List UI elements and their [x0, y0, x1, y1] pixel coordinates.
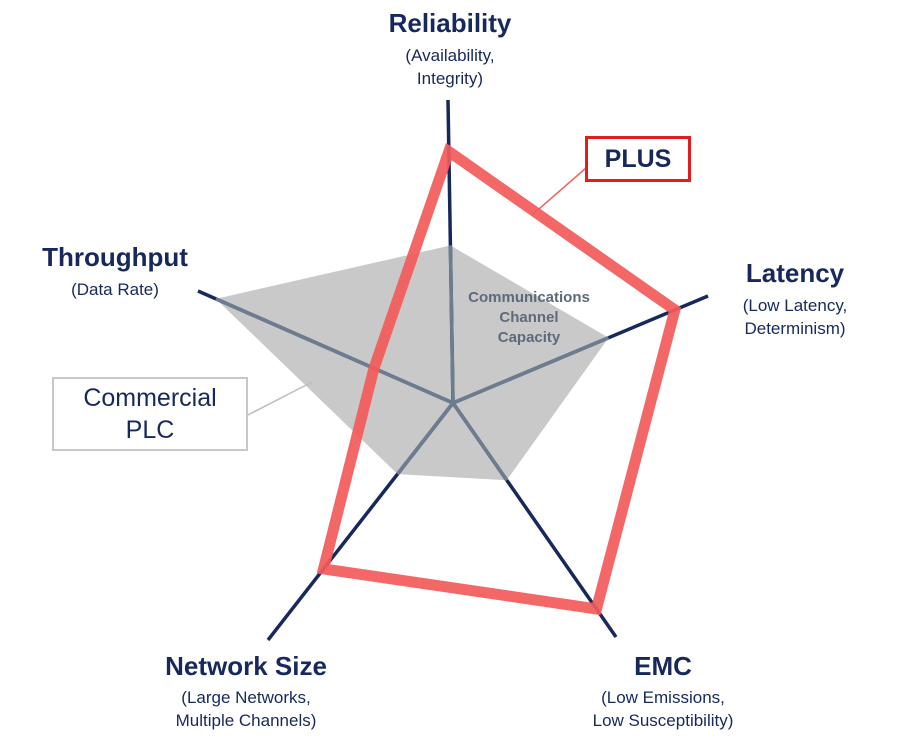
- plc-leader-line: [247, 381, 313, 416]
- axis-subtitle-line: (Low Emissions,: [601, 688, 725, 707]
- commercial-plc-series-label: Commercial PLC: [52, 377, 248, 451]
- center-label-line: Channel: [499, 309, 559, 326]
- axis-subtitle-line: Integrity): [416, 69, 484, 88]
- axis-subtitle-emc: (Low Emissions, Low Susceptibility): [548, 686, 778, 732]
- axis-title-emc: EMC: [634, 651, 692, 681]
- axis-subtitle-latency: (Low Latency, Determinism): [700, 294, 890, 340]
- axis-title-latency: Latency: [745, 258, 845, 288]
- axis-subtitle-line: (Availability,: [405, 46, 495, 65]
- plus-outline: [316, 142, 682, 616]
- axis-subtitle-throughput: (Data Rate): [20, 278, 210, 301]
- commercial-plc-label-line: Commercial: [83, 384, 217, 412]
- plus-leader-line: [531, 167, 587, 216]
- axis-title-network-size: Network Size: [165, 651, 327, 681]
- axis-title-throughput: Throughput: [42, 242, 188, 272]
- axis-inner-segment: [448, 245, 455, 404]
- axis-subtitle-line: (Low Latency,: [742, 296, 848, 315]
- plus-series-label: PLUS: [585, 136, 691, 182]
- commercial-plc-label-line: PLC: [125, 416, 175, 444]
- axis-subtitle-line: Multiple Channels): [175, 711, 317, 730]
- center-label: Communications Channel Capacity: [454, 288, 604, 348]
- axis-inner-segment: [396, 401, 455, 476]
- center-label-line: Capacity: [497, 329, 561, 346]
- center-label-line: Communications: [468, 289, 590, 306]
- axis-inner-segment: [451, 401, 509, 482]
- plus-series-label-text: PLUS: [604, 144, 672, 173]
- axis-subtitle-line: Determinism): [744, 319, 846, 338]
- axis-subtitle-reliability: (Availability, Integrity): [350, 44, 550, 90]
- axis-inner-segment: [215, 297, 454, 405]
- axis-subtitle-line: (Large Networks,: [181, 688, 311, 707]
- axis-subtitle-line: Low Susceptibility): [592, 711, 734, 730]
- commercial-plc-area: [215, 245, 609, 481]
- axis-title-reliability: Reliability: [388, 8, 512, 38]
- axis-subtitle-line: (Data Rate): [71, 280, 159, 299]
- axis-inner-segment: [452, 336, 610, 405]
- axis-subtitle-network-size: (Large Networks, Multiple Channels): [136, 686, 356, 732]
